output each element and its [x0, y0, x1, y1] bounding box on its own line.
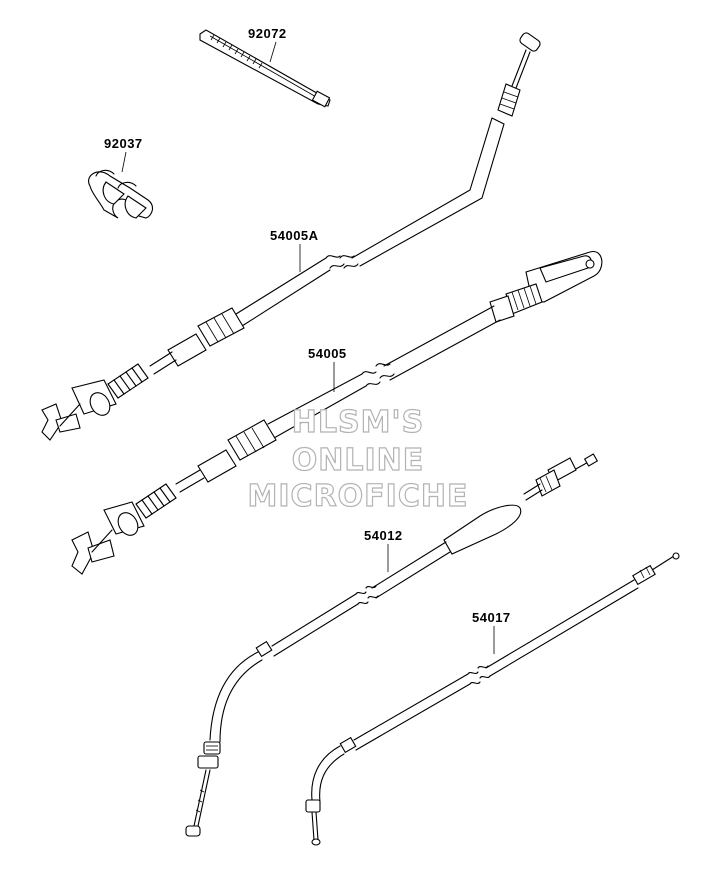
part-label-54005a: 54005A	[270, 228, 319, 243]
part-label-54012: 54012	[364, 528, 403, 543]
leader-92072	[269, 41, 277, 63]
cable-54005a[interactable]	[41, 31, 542, 441]
cable-clamp-92037[interactable]	[88, 169, 154, 219]
watermark-line-1: HLSM'S	[292, 405, 424, 440]
cable-54005[interactable]	[71, 251, 603, 575]
part-label-92037: 92037	[104, 136, 143, 151]
part-label-92072: 92072	[248, 26, 287, 41]
watermark-line-2: ONLINE	[292, 443, 425, 478]
cable-54017[interactable]	[305, 552, 680, 846]
watermark-line-3: MICROFICHE	[248, 479, 469, 514]
leader-92037	[121, 151, 127, 173]
cable-54012[interactable]	[185, 453, 599, 837]
part-label-54017: 54017	[472, 610, 511, 625]
part-label-54005: 54005	[308, 346, 347, 361]
watermark: HLSM'S ONLINE MICROFICHE	[247, 404, 469, 514]
cable-tie-92072[interactable]	[199, 29, 331, 108]
